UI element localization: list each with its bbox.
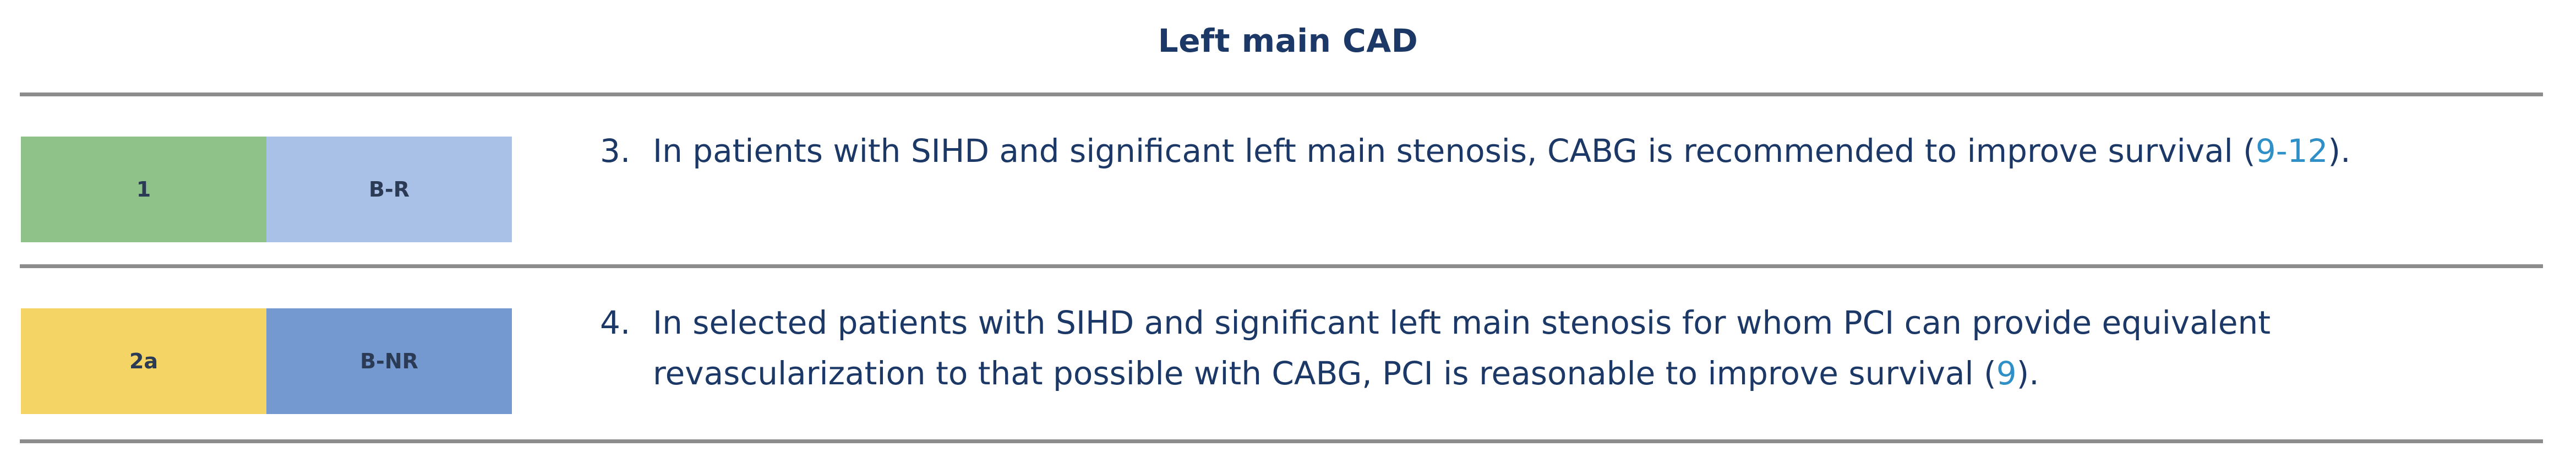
cor-badge: 2a: [21, 308, 266, 414]
loe-badge: B-NR: [266, 308, 512, 414]
recommendation-text: 3. In patients with SIHD and significant…: [600, 126, 2543, 176]
reference-link[interactable]: 9: [1996, 355, 2017, 392]
recommendation-number: 4.: [600, 304, 631, 341]
recommendation-sentence: In selected patients with SIHD and signi…: [653, 304, 2271, 392]
recommendation-row: 1 B-R 3. In patients with SIHD and signi…: [0, 97, 2576, 264]
section-title: Left main CAD: [1158, 22, 1418, 59]
recommendation-text: 4. In selected patients with SIHD and si…: [600, 297, 2543, 399]
recommendation-body: In selected patients with SIHD and signi…: [653, 297, 2543, 399]
recommendation-number: 3.: [600, 132, 631, 170]
recommendation-sentence-end: ).: [2016, 355, 2039, 392]
reference-link[interactable]: 9-12: [2255, 132, 2328, 170]
loe-badge: B-R: [266, 137, 512, 242]
top-divider: [20, 93, 2543, 96]
recommendation-body: In patients with SIHD and significant le…: [653, 126, 2543, 176]
recommendation-row: 2a B-NR 4. In selected patients with SIH…: [0, 269, 2576, 439]
cor-badge: 1: [21, 137, 266, 242]
middle-divider: [20, 264, 2543, 268]
recommendation-sentence: In patients with SIHD and significant le…: [653, 132, 2256, 170]
bottom-divider: [20, 439, 2543, 443]
recommendation-sentence-end: ).: [2328, 132, 2351, 170]
